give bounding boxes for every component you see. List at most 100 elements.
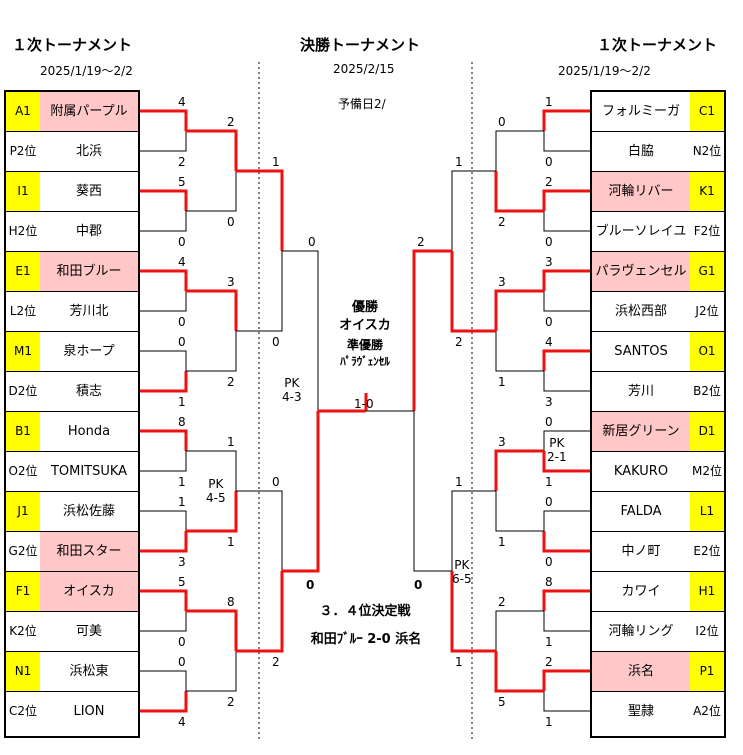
final-score: 1-0 [354, 397, 374, 411]
bracket-path [543, 430, 590, 451]
winner-path [542, 451, 590, 473]
score-label: 3 [498, 435, 506, 449]
score-label: 0 [178, 235, 186, 249]
score-label: 2 [272, 655, 280, 669]
score-label: 3 [227, 275, 235, 289]
bracket-path [186, 171, 237, 212]
seed-label: D1 [690, 412, 724, 451]
seed-label: N2位 [692, 144, 722, 158]
team-row: D2位積志 [6, 372, 138, 412]
score-label: 1 [227, 435, 235, 449]
winner-path [412, 249, 452, 411]
winner-path [542, 269, 590, 291]
winner-path [236, 571, 284, 653]
seed-label: J1 [6, 492, 40, 531]
score-label: 2 [498, 215, 506, 229]
score-label: 0 [178, 655, 186, 669]
score-label: 1 [455, 155, 463, 169]
seed-label: I2位 [695, 624, 719, 638]
bracket-path [282, 250, 319, 411]
winner-path [542, 189, 590, 211]
runner-up-name: ﾊﾟﾗｳﾞｪﾝｾﾙ [340, 355, 390, 368]
score-label: 2 [227, 695, 235, 709]
bracket-path [451, 170, 496, 251]
team-name: FALDA [620, 504, 662, 519]
bracket-path [236, 490, 283, 571]
team-name: 和田ブルー [40, 252, 138, 291]
team-row: J1 浜松佐藤 [6, 492, 138, 532]
pk-note-right-r3: PK 6-5 [452, 558, 472, 586]
seed-label: A2位 [693, 704, 721, 718]
score-label: 2 [227, 115, 235, 129]
bracket-path [543, 691, 590, 712]
score-label: 5 [178, 175, 186, 189]
score-label: 2 [227, 375, 235, 389]
team-name: 河輪リング [608, 624, 674, 639]
winner-path [494, 651, 544, 693]
score-label: 8 [178, 415, 186, 429]
winner-path [140, 371, 188, 393]
winner-path [186, 289, 238, 331]
winner-path [140, 109, 188, 131]
winner-path [140, 589, 188, 611]
team-name: 芳川 [627, 384, 654, 399]
team-row: H2位中郡 [6, 212, 138, 252]
seed-label: M1 [6, 332, 40, 371]
team-name: フォルミーガ [601, 104, 680, 119]
team-name: 浜松東 [69, 664, 109, 679]
left-dates: 2025/1/19～2/2 [40, 64, 133, 78]
third-place-title: ３．４位決定戦 [319, 604, 411, 619]
winner-path [236, 169, 284, 251]
seed-label: L1 [690, 492, 724, 531]
score-label: 4 [178, 255, 186, 269]
bracket-path [495, 130, 544, 171]
winner-path [494, 449, 544, 491]
winner-path [450, 251, 496, 333]
score-label: 3 [178, 555, 186, 569]
team-row: F2位ブルーソレイユ [592, 212, 724, 252]
seed-label: B1 [6, 412, 40, 451]
seed-label: O1 [690, 332, 724, 371]
team-name: 河輪リバー [592, 172, 690, 211]
team-row: L2位芳川北 [6, 292, 138, 332]
score-label: 3 [498, 275, 506, 289]
team-name: 聖隷 [627, 704, 654, 719]
team-name: 浜松佐藤 [62, 504, 115, 519]
score-label: 1 [498, 375, 506, 389]
winner-path [542, 109, 590, 131]
bracket-path [140, 131, 187, 152]
winner-path [140, 531, 188, 553]
score-label: 0 [178, 335, 186, 349]
score-label: 1 [178, 475, 186, 489]
score-label: 1 [178, 395, 186, 409]
bracket-path [543, 611, 590, 632]
bracket-path [140, 611, 187, 632]
score-label: 0 [178, 315, 186, 329]
winner-path [282, 411, 320, 573]
team-name: 浜松西部 [614, 304, 667, 319]
bracket-path [543, 371, 590, 392]
team-name: Honda [67, 424, 111, 439]
team-name: オイスカ [40, 572, 138, 611]
bracket-path [495, 491, 544, 532]
score-label: 3 [545, 395, 553, 409]
third-place-result: 和田ﾌﾞﾙｰ 2-0 浜名 [310, 632, 422, 647]
seed-label: F2位 [693, 224, 721, 238]
right-dates: 2025/1/19～2/2 [558, 64, 651, 78]
score-label: 0 [545, 235, 553, 249]
score-label: 5 [498, 695, 506, 709]
score-label: 1 [545, 635, 553, 649]
winner-path [494, 171, 544, 213]
score-label: 2 [545, 655, 553, 669]
seed-label: F1 [6, 572, 40, 611]
pk-note-left-r3: PK 4-3 [282, 376, 302, 404]
